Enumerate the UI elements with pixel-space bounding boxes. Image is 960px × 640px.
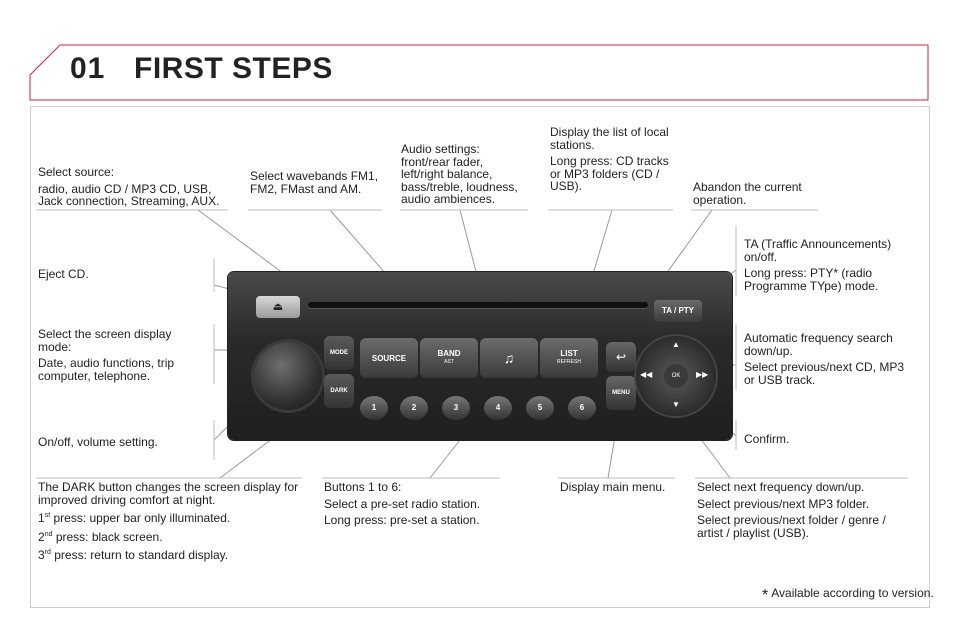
label-audio-settings: Audio settings: front/rear fader, left/r… (401, 142, 518, 206)
label-next-frequency: Select next frequency down/up. Select pr… (697, 480, 886, 540)
preset-button-3[interactable]: 3 (442, 396, 470, 420)
preset-button-6[interactable]: 6 (568, 396, 596, 420)
label-ta-pty: TA (Traffic Announcements) on/off. Long … (744, 237, 892, 293)
asterisk-icon: * (762, 587, 769, 604)
ta-pty-button[interactable]: TA / PTY (654, 300, 702, 322)
label-onoff: On/off, volume setting. (38, 435, 158, 449)
eject-icon: ⏏ (272, 301, 284, 313)
label-abandon: Abandon the current operation. (693, 180, 802, 207)
content-frame (30, 106, 930, 608)
label-main-menu: Display main menu. (560, 480, 666, 494)
volume-knob[interactable] (254, 342, 322, 410)
label-confirm: Confirm. (744, 432, 790, 446)
footnote: *Available according to version. (762, 586, 934, 604)
chapter-number: 01 (70, 52, 106, 85)
mode-button[interactable]: MODE (324, 336, 354, 370)
label-screen-mode: Select the screen display mode: Date, au… (38, 327, 175, 383)
back-button[interactable]: ↩ (606, 342, 636, 372)
music-note-icon: ♫ (503, 349, 515, 366)
label-buttons-1-6: Buttons 1 to 6: Select a pre-set radio s… (324, 480, 481, 527)
up-arrow-icon[interactable]: ▲ (672, 340, 680, 349)
down-arrow-icon[interactable]: ▼ (672, 400, 680, 409)
preset-button-1[interactable]: 1 (360, 396, 388, 420)
label-select-source: Select source: radio, audio CD / MP3 CD,… (38, 165, 220, 208)
fast-forward-icon[interactable]: ▶▶ (696, 370, 709, 379)
dark-button[interactable]: DARK (324, 374, 354, 408)
source-button[interactable]: SOURCE (360, 338, 418, 378)
ok-button[interactable]: OK (664, 364, 688, 388)
label-wavebands: Select wavebands FM1, FM2, FMast and AM. (250, 169, 379, 196)
rewind-icon[interactable]: ◀◀ (640, 370, 653, 379)
eject-button[interactable]: ⏏ (256, 296, 300, 318)
audio-settings-button[interactable]: ♫ (480, 338, 538, 378)
menu-button[interactable]: MENU (606, 376, 636, 410)
label-eject: Eject CD. (38, 267, 89, 281)
preset-button-2[interactable]: 2 (400, 396, 428, 420)
label-auto-search: Automatic frequency search down/up. Sele… (744, 331, 905, 387)
preset-button-4[interactable]: 4 (484, 396, 512, 420)
page-title: FIRST STEPS (134, 52, 333, 85)
cd-slot (308, 302, 648, 308)
back-arrow-icon: ↩ (615, 350, 627, 364)
label-list: Display the list of local stations. Long… (550, 125, 669, 193)
navigation-pad[interactable]: ▲ ▼ ◀◀ ▶▶ OK (636, 336, 716, 416)
preset-button-5[interactable]: 5 (526, 396, 554, 420)
label-dark: The DARK button changes the screen displ… (38, 480, 299, 562)
